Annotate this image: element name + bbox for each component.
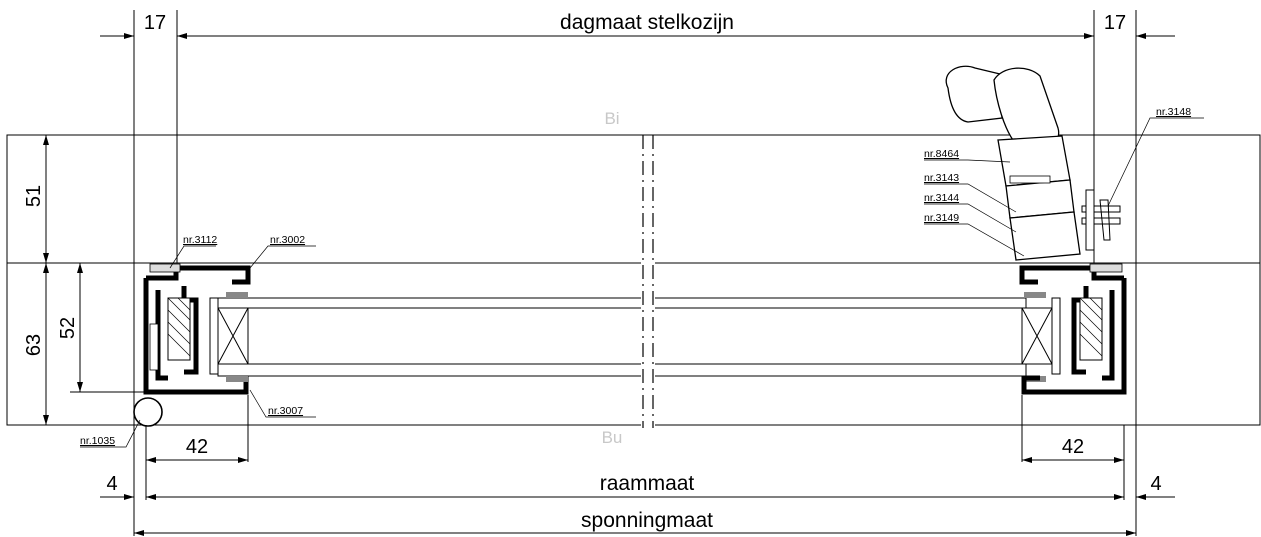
dagmaat-label: dagmaat stelkozijn: [560, 11, 734, 34]
frame-profile-right: [1019, 263, 1127, 395]
part-leaders: [80, 117, 1204, 448]
dim-wall-51: 51: [23, 185, 45, 207]
part-nr-3143: nr.3143: [924, 172, 959, 184]
dim-profile-right: 42: [1062, 436, 1084, 458]
dim-top-left: 17: [144, 12, 166, 34]
opening-lines: [134, 134, 1136, 426]
dim-profile-left: 42: [186, 436, 208, 458]
seal-profile-circle: [133, 397, 163, 427]
part-nr-3144: nr.3144: [924, 192, 959, 204]
raammaat-label: raammaat: [600, 472, 695, 495]
part-nr-3149: nr.3149: [924, 212, 959, 224]
part-nr-3002: nr.3002: [270, 234, 305, 246]
dim-wall-63: 63: [23, 334, 45, 356]
dim-top-right: 17: [1104, 12, 1126, 34]
sponningmaat-label: sponningmaat: [581, 509, 713, 532]
part-nr-1035: nr.1035: [80, 435, 115, 447]
dimension-lines: [7, 10, 1175, 536]
dim-edge-left: 4: [106, 473, 117, 495]
dim-edge-right: 4: [1150, 473, 1161, 495]
part-nr-8464: nr.8464: [924, 148, 959, 160]
window-handle: [945, 65, 1121, 261]
part-nr-3148: nr.3148: [1156, 106, 1191, 118]
dim-frame-52: 52: [57, 317, 79, 339]
part-nr-3007: nr.3007: [268, 405, 303, 417]
inside-label: Bi: [604, 109, 619, 128]
glazing-unit: [217, 292, 1053, 382]
outside-label: Bu: [602, 428, 623, 447]
break-line: [641, 135, 655, 428]
frame-profile-left: [143, 263, 251, 395]
part-nr-3112: nr.3112: [183, 234, 217, 246]
